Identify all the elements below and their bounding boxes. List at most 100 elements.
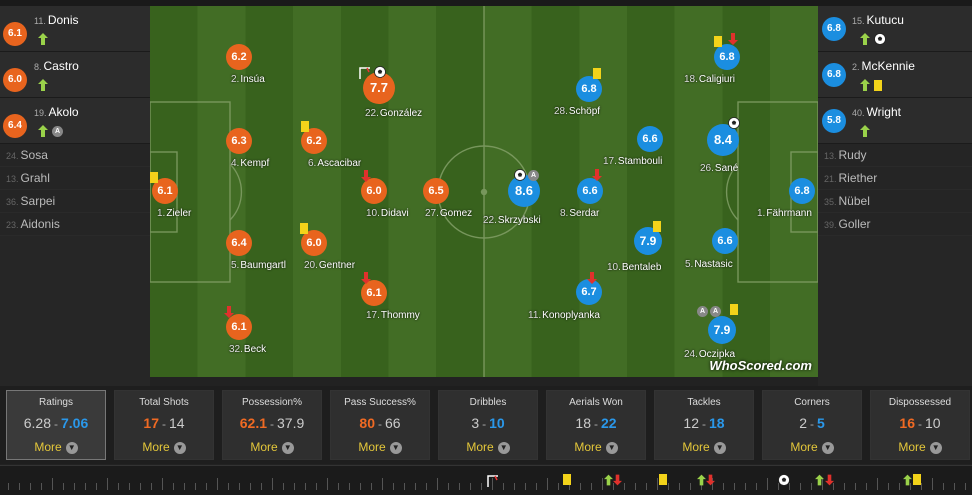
- timeline-tick: [888, 483, 889, 490]
- chevron-down-icon: ▼: [713, 441, 726, 454]
- timeline-tick: [52, 478, 53, 490]
- separator: -: [378, 417, 382, 431]
- timeline-tick: [514, 483, 515, 490]
- more-button[interactable]: More▼: [439, 440, 537, 454]
- shirt-number: 27.: [425, 208, 439, 219]
- stat-pass-success[interactable]: Pass Success% 80-66 More▼: [330, 390, 430, 460]
- goal-icon: [514, 169, 526, 181]
- timeline-tick: [547, 478, 548, 490]
- bench-player[interactable]: 24.Sosa: [0, 144, 150, 167]
- player-name-text: Zieler: [166, 208, 192, 219]
- player-name-text: Baumgartl: [240, 260, 286, 271]
- sub-in-icon: [697, 474, 706, 486]
- timeline-tick: [85, 483, 86, 490]
- stat-ratings[interactable]: Ratings 6.28-7.06 More▼: [6, 390, 106, 460]
- home-sub-row[interactable]: 6.0 8.Castro: [0, 52, 150, 98]
- timeline-tick: [690, 483, 691, 490]
- corner-flag-icon: [359, 67, 370, 79]
- stat-total-shots[interactable]: Total Shots 17-14 More▼: [114, 390, 214, 460]
- yellow-card-icon: [301, 121, 309, 132]
- home-sub-row[interactable]: 6.4 19.Akolo A: [0, 98, 150, 144]
- sub-out-icon: [825, 474, 834, 486]
- stat-values: 80-66: [331, 415, 429, 431]
- event-icons: [860, 125, 870, 137]
- yellow-card-icon: [659, 474, 667, 485]
- more-button[interactable]: More▼: [763, 440, 861, 454]
- timeline-tick: [800, 483, 801, 490]
- more-button[interactable]: More▼: [655, 440, 753, 454]
- match-timeline[interactable]: [0, 465, 972, 495]
- stat-title: Tackles: [687, 397, 721, 408]
- timeline-tick: [217, 478, 218, 490]
- away-sub-row[interactable]: 5.8 40.Wright: [818, 98, 972, 144]
- shirt-number: 10.: [366, 208, 380, 219]
- bench-player[interactable]: 23.Aidonis: [0, 213, 150, 236]
- player-name-text: González: [379, 108, 423, 119]
- more-button[interactable]: More▼: [871, 440, 969, 454]
- whoscored-logo: WhoScored.com: [709, 358, 812, 373]
- player-name-text: Stambouli: [617, 156, 663, 167]
- event-icons: [860, 33, 886, 45]
- timeline-tick: [745, 483, 746, 490]
- player-name-text: McKennie: [861, 59, 915, 73]
- timeline-tick: [624, 483, 625, 490]
- yellow-card-icon: [150, 172, 158, 183]
- timeline-tick: [723, 483, 724, 490]
- rating-badge: 6.0: [3, 68, 27, 92]
- rating-badge: 6.1: [3, 22, 27, 46]
- shirt-number: 10.: [607, 262, 621, 273]
- stat-tackles[interactable]: Tackles 12-18 More▼: [654, 390, 754, 460]
- shirt-number: 8.: [34, 62, 42, 72]
- shirt-number: 40.: [852, 108, 865, 118]
- player-name-text: Grahl: [20, 171, 50, 185]
- chevron-down-icon: ▼: [497, 441, 510, 454]
- shirt-number: 5.: [231, 260, 240, 271]
- more-button[interactable]: More▼: [115, 440, 213, 454]
- shirt-number: 22.: [365, 108, 379, 119]
- home-value: 17: [143, 415, 159, 431]
- player-label: 10.Didavi: [366, 208, 409, 219]
- more-button[interactable]: More▼: [547, 440, 645, 454]
- away-sub-row[interactable]: 6.8 2.McKennie: [818, 52, 972, 98]
- timeline-tick: [580, 483, 581, 490]
- home-value: 2: [799, 415, 807, 431]
- bench-player[interactable]: 13.Grahl: [0, 167, 150, 190]
- bench-player[interactable]: 21.Riether: [818, 167, 972, 190]
- stat-corners[interactable]: Corners 2-5 More▼: [762, 390, 862, 460]
- separator: -: [54, 417, 58, 431]
- bench-player[interactable]: 36.Sarpei: [0, 190, 150, 213]
- player-label: 24.Oczipka: [684, 349, 735, 360]
- separator: -: [270, 417, 274, 431]
- away-sub-row[interactable]: 6.8 15.Kutucu: [818, 6, 972, 52]
- timeline-tick: [261, 483, 262, 490]
- stat-dispossessed[interactable]: Dispossessed 16-10 More▼: [870, 390, 970, 460]
- stat-title: Ratings: [39, 397, 73, 408]
- more-label: More: [790, 440, 818, 454]
- separator: -: [810, 417, 814, 431]
- bench-player[interactable]: 35.Nübel: [818, 190, 972, 213]
- player-label: 22.González: [365, 108, 422, 119]
- player-name-text: Kutucu: [866, 13, 904, 27]
- home-sub-row[interactable]: 6.1 11.Donis: [0, 6, 150, 52]
- more-button[interactable]: More▼: [223, 440, 321, 454]
- player-name-text: Insúa: [240, 74, 265, 85]
- shirt-number: 24.: [6, 151, 19, 161]
- stat-possession[interactable]: Possession% 62.1-37.9 More▼: [222, 390, 322, 460]
- timeline-tick: [536, 483, 537, 490]
- more-button[interactable]: More▼: [331, 440, 429, 454]
- player-label: 5.Baumgartl: [231, 260, 286, 271]
- stat-dribbles[interactable]: Dribbles 3-10 More▼: [438, 390, 538, 460]
- more-button[interactable]: More▼: [7, 440, 105, 454]
- yellow-card-icon: [874, 79, 882, 91]
- bench-player[interactable]: 39.Goller: [818, 213, 972, 236]
- shirt-number: 5.: [685, 259, 694, 270]
- shirt-number: 35.: [824, 197, 837, 207]
- chevron-down-icon: ▼: [65, 441, 78, 454]
- bench-player[interactable]: 13.Rudy: [818, 144, 972, 167]
- separator: -: [482, 417, 487, 431]
- stat-aerials-won[interactable]: Aerials Won 18-22 More▼: [546, 390, 646, 460]
- separator: -: [162, 417, 166, 431]
- shirt-number: 4.: [231, 158, 240, 169]
- shirt-number: 21.: [824, 174, 837, 184]
- more-label: More: [574, 440, 602, 454]
